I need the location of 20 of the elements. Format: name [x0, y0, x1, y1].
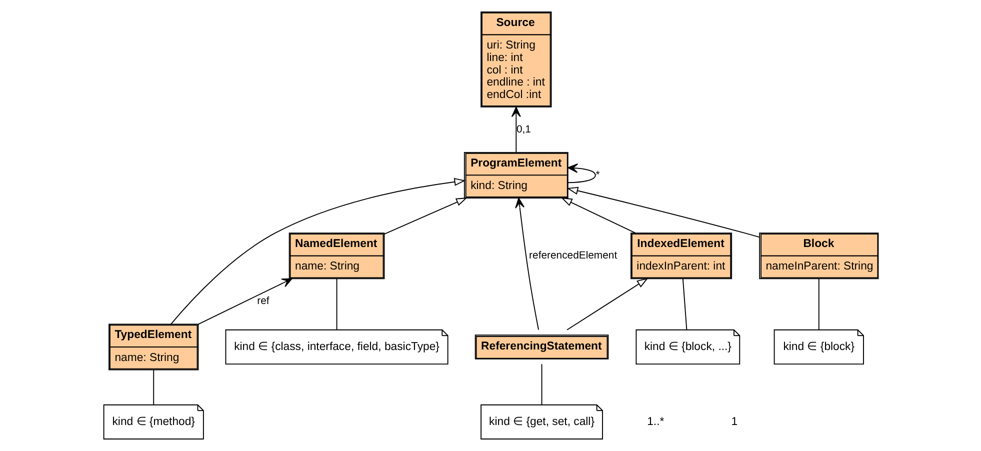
connector	[540, 364, 542, 406]
arrow	[510, 106, 520, 153]
connector	[152, 369, 154, 406]
connector	[336, 278, 337, 330]
edge-label: ref	[256, 296, 269, 308]
edge-label: referencedElement	[528, 250, 617, 262]
label: 1	[730, 416, 738, 428]
arrow	[566, 278, 648, 330]
arrow	[566, 186, 760, 238]
arrow	[383, 198, 467, 234]
label: 1..*	[646, 416, 664, 428]
edge-label: 0,1	[516, 124, 530, 136]
connector	[818, 278, 819, 330]
arrow	[170, 178, 466, 325]
arrow	[197, 278, 292, 325]
connector	[682, 278, 687, 330]
arrow	[514, 198, 539, 330]
arrow	[560, 198, 636, 234]
arrow	[567, 163, 596, 184]
edge-label: *	[595, 170, 600, 181]
